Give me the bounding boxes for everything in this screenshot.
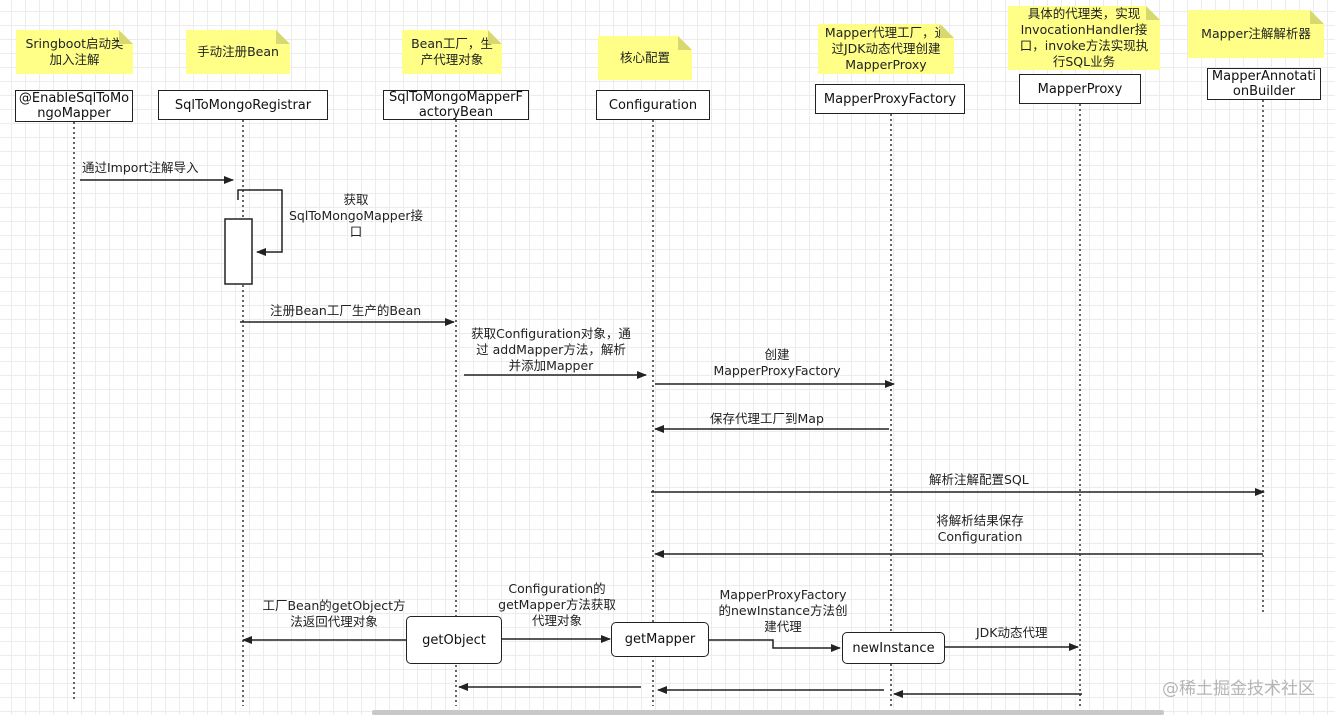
msg-create-factory: 创建MapperProxyFactory [713,347,841,378]
msg-parse-sql: 解析注解配置SQL [929,472,1029,487]
actor-configuration: Configuration [596,90,710,120]
activation-bar [224,218,253,285]
actor-enable-sql-to-mongo-mapper: @EnableSqlToMongoMapper [15,90,133,122]
actor-sql-to-mongo-registrar: SqlToMongoRegistrar [158,90,328,120]
msg-add-mapper: 获取Configuration对象，通过 addMapper方法，解析并添加Ma… [471,326,631,373]
msg-save-result: 将解析结果保存Configuration [936,513,1024,544]
box-new-instance: newInstance [842,632,945,664]
msg-jdk-proxy: JDK动态代理 [976,625,1048,640]
msg-save-factory: 保存代理工厂到Map [710,411,824,426]
watermark: @稀土掘金技术社区 [1162,679,1315,699]
box-get-object: getObject [406,616,502,664]
note-mapper-proxy-factory: Mapper代理工厂，通过JDK动态代理创建MapperProxy [818,24,954,74]
arrow-self-call [237,189,283,256]
msg-get-mapper-call: Configuration的getMapper方法获取代理对象 [498,581,616,628]
msg-new-instance-call: MapperProxyFactory的newInstance方法创建代理 [718,587,848,634]
note-mapper-proxy: 具体的代理类，实现InvocationHandler接口，invoke方法实现执… [1008,6,1160,70]
note-springboot: Sringboot启动类加入注解 [16,30,133,74]
horizontal-scrollbar[interactable] [372,710,1164,715]
box-get-mapper: getMapper [611,622,709,657]
arrow-new-instance-call [709,639,841,652]
note-bean-factory: Bean工厂，生产代理对象 [402,30,502,74]
msg-register-bean: 注册Bean工厂生产的Bean [270,303,422,318]
actor-mapper-proxy-factory: MapperProxyFactory [815,84,965,114]
note-annotation-parser: Mapper注解解析器 [1188,10,1324,58]
note-manual-register: 手动注册Bean [186,30,290,74]
actor-mapper-proxy: MapperProxy [1019,74,1141,104]
actor-sql-to-mongo-mapper-factory-bean: SqlToMongoMapperFactoryBean [383,90,529,120]
actor-mapper-annotation-builder: MapperAnnotationBuilder [1207,68,1321,100]
msg-get-object-return: 工厂Bean的getObject方法返回代理对象 [262,598,406,629]
note-core-config: 核心配置 [598,36,692,80]
msg-self-call: 获取SqlToMongoMapper接口 [288,192,424,239]
msg-import: 通过Import注解导入 [82,160,199,175]
